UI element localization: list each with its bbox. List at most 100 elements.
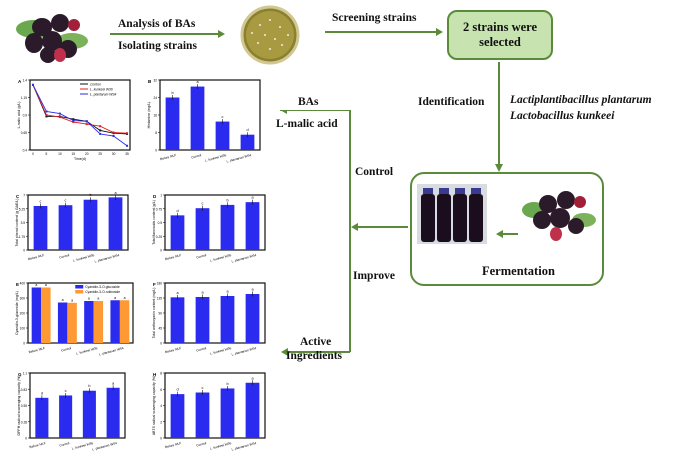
data-point bbox=[99, 125, 102, 128]
bar bbox=[119, 300, 130, 343]
bar-letter: a bbox=[112, 381, 115, 385]
y-tick-label: 5.25 bbox=[19, 207, 25, 211]
y-tick-label: 0 bbox=[23, 249, 25, 253]
petri-dish-image bbox=[240, 5, 300, 65]
y-axis-label: L-malic acid (g/L) bbox=[17, 102, 21, 129]
y-tick-label: 100 bbox=[20, 327, 26, 331]
bar bbox=[31, 287, 42, 343]
y-tick-label: 0.55 bbox=[21, 404, 27, 408]
y-tick-label: 0 bbox=[23, 342, 25, 346]
bar-letter: a bbox=[251, 288, 254, 292]
panel-letter: A bbox=[18, 79, 22, 84]
panel-letter: D bbox=[153, 194, 157, 199]
x-tick-label: 15 bbox=[72, 152, 76, 156]
y-tick-label: 1.75 bbox=[19, 235, 25, 239]
panel-letter: B bbox=[148, 79, 152, 84]
x-tick-label: L. kunkeei W36 bbox=[71, 441, 93, 451]
y-axis-label: Cyanidin-3-glucoside (mg/L) bbox=[15, 291, 19, 335]
data-point bbox=[58, 112, 61, 115]
x-tick-label: L. kunkeei W36 bbox=[76, 346, 98, 356]
x-tick-label: Before MLF bbox=[29, 441, 46, 449]
x-tick-label: L. plantarum WS4 bbox=[98, 346, 124, 357]
y-axis-label: Total anthocyanin content (mg/L) bbox=[152, 288, 156, 339]
y-tick-label: 4 bbox=[160, 404, 162, 408]
legend-swatch bbox=[75, 285, 84, 289]
plot-frame bbox=[29, 79, 131, 151]
bar-letter: a bbox=[35, 283, 37, 287]
y-tick-label: 1.4 bbox=[23, 79, 28, 83]
x-tick-label: 30 bbox=[112, 152, 116, 156]
y-axis-label: ABTS radical scavenging capacity (%) bbox=[152, 376, 156, 435]
bar bbox=[170, 215, 185, 250]
bar bbox=[245, 382, 260, 438]
bar bbox=[195, 392, 210, 438]
x-axis-label: Time(d) bbox=[74, 157, 86, 161]
bar bbox=[57, 302, 68, 343]
bar-letter: d bbox=[176, 388, 178, 392]
legend-label: L. kunkeei W36 bbox=[90, 88, 113, 92]
bar-letter: a bbox=[251, 196, 254, 200]
x-tick-label: Control bbox=[59, 441, 70, 448]
data-point bbox=[126, 144, 128, 147]
flow-label-bas: BAs bbox=[298, 96, 319, 108]
fermentation-label: Fermentation bbox=[482, 264, 555, 278]
legend-label: Cyanidin-3-O-glucoside bbox=[85, 285, 120, 289]
y-axis-label: Histamine (mg/L) bbox=[147, 102, 151, 129]
data-point bbox=[45, 114, 48, 116]
x-tick-label: L. plantarum WS4 bbox=[94, 253, 120, 264]
y-tick-label: 0.5 bbox=[158, 221, 163, 225]
x-tick-label: 0 bbox=[32, 152, 34, 156]
flow-label-identification: Identification bbox=[418, 96, 485, 108]
flow-label-lmalic: L-malic acid bbox=[276, 118, 338, 130]
data-point bbox=[126, 132, 128, 135]
x-tick-label: L. plantarum WS4 bbox=[231, 346, 257, 357]
data-point bbox=[72, 119, 75, 122]
bar bbox=[84, 301, 94, 343]
data-point bbox=[58, 116, 61, 119]
bar bbox=[110, 300, 120, 343]
flow-label-ingredients: Ingredients bbox=[286, 350, 343, 362]
bar-letter: a bbox=[251, 376, 254, 380]
data-point bbox=[112, 131, 115, 134]
legend-swatch bbox=[75, 290, 84, 294]
bar-letter: a bbox=[196, 80, 199, 84]
bar bbox=[108, 197, 123, 250]
series-line bbox=[32, 84, 128, 147]
bar-letter: a bbox=[62, 298, 64, 302]
x-tick-label: L. kunkeei W36 bbox=[204, 153, 226, 163]
x-tick-label: Control bbox=[191, 153, 202, 160]
x-tick-label: 25 bbox=[98, 152, 102, 156]
selected-strains-text: 2 strains were selected bbox=[462, 20, 538, 49]
y-tick-label: 0.28 bbox=[21, 420, 27, 424]
y-tick-label: 2 bbox=[160, 420, 162, 424]
x-tick-label: Control bbox=[196, 253, 207, 260]
x-tick-label: Control bbox=[196, 441, 207, 448]
y-tick-label: 24 bbox=[153, 96, 157, 100]
data-point bbox=[72, 118, 75, 121]
bar-letter: b bbox=[226, 382, 228, 386]
mulberry-icon bbox=[522, 191, 596, 241]
bar bbox=[170, 297, 185, 343]
x-tick-label: Control bbox=[196, 346, 207, 353]
bar bbox=[33, 206, 48, 250]
flow-label-control: Control bbox=[355, 166, 394, 178]
bar-letter: a bbox=[45, 283, 47, 287]
y-tick-label: 300 bbox=[20, 297, 26, 301]
series-line bbox=[32, 84, 128, 134]
series-line bbox=[32, 84, 128, 135]
bar-letter: d bbox=[246, 128, 248, 132]
petri-dish-icon bbox=[240, 5, 300, 65]
bar bbox=[245, 294, 260, 343]
bottles-icon bbox=[421, 188, 483, 242]
x-tick-label: L. kunkeei W36 bbox=[209, 253, 231, 263]
y-tick-label: 7 bbox=[23, 194, 25, 198]
x-tick-label: Before MLF bbox=[28, 346, 45, 354]
bar-letter: b bbox=[171, 91, 173, 95]
x-tick-label: 20 bbox=[85, 152, 89, 156]
